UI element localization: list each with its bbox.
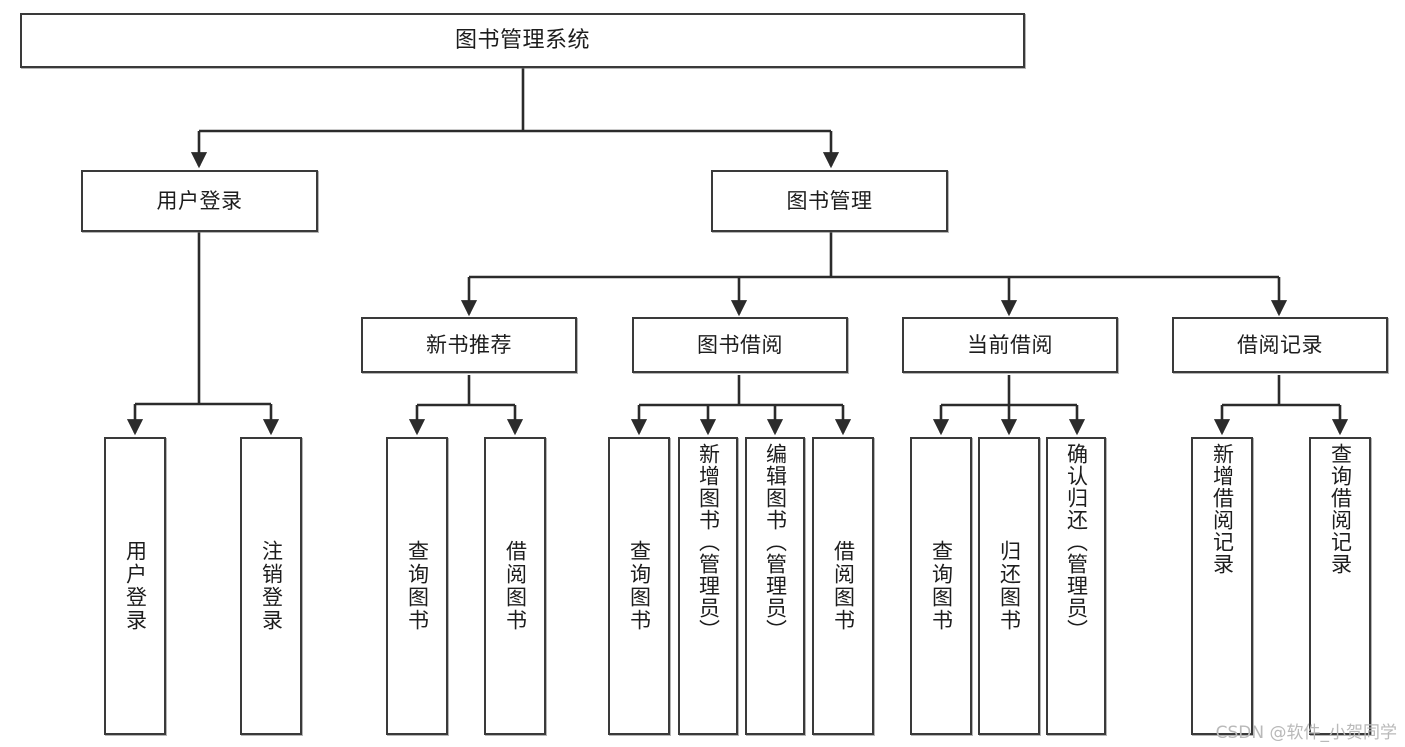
node-book-borrow[interactable]: 图书借阅 — [632, 317, 848, 373]
node-leaf-borrow-book-1-label: 借阅图书 — [503, 540, 528, 632]
node-leaf-query-book-1-label: 查询图书 — [405, 540, 430, 632]
node-leaf-borrow-book-2-label: 借阅图书 — [831, 540, 856, 632]
node-leaf-edit-book[interactable]: 编辑图书（管理员） — [745, 437, 805, 735]
node-leaf-add-book-label: 新增图书（管理员） — [696, 443, 721, 641]
node-user-login[interactable]: 用户登录 — [81, 170, 318, 232]
node-leaf-return-book[interactable]: 归还图书 — [978, 437, 1040, 735]
node-leaf-add-record-label: 新增借阅记录 — [1210, 443, 1235, 575]
node-leaf-borrow-book-1[interactable]: 借阅图书 — [484, 437, 546, 735]
node-leaf-query-book-1[interactable]: 查询图书 — [386, 437, 448, 735]
csdn-watermark: CSDN @软件_小贺同学 — [1215, 723, 1397, 743]
node-leaf-borrow-book-2[interactable]: 借阅图书 — [812, 437, 874, 735]
node-leaf-query-record[interactable]: 查询借阅记录 — [1309, 437, 1371, 735]
node-leaf-confirm-return[interactable]: 确认归还（管理员） — [1046, 437, 1106, 735]
node-root-system-label: 图书管理系统 — [454, 27, 590, 53]
node-leaf-query-book-2[interactable]: 查询图书 — [608, 437, 670, 735]
node-leaf-query-book-3-label: 查询图书 — [929, 540, 954, 632]
node-leaf-user-login-label: 用户登录 — [123, 540, 148, 632]
node-leaf-query-record-label: 查询借阅记录 — [1328, 443, 1353, 575]
node-leaf-return-book-label: 归还图书 — [997, 540, 1022, 632]
node-leaf-query-book-3[interactable]: 查询图书 — [910, 437, 972, 735]
node-leaf-edit-book-label: 编辑图书（管理员） — [763, 443, 788, 641]
node-book-manage[interactable]: 图书管理 — [711, 170, 948, 232]
node-book-borrow-label: 图书借阅 — [697, 332, 783, 357]
node-current-borrow[interactable]: 当前借阅 — [902, 317, 1118, 373]
node-book-manage-label: 图书管理 — [786, 188, 873, 213]
node-leaf-add-record[interactable]: 新增借阅记录 — [1191, 437, 1253, 735]
node-new-book-recommend[interactable]: 新书推荐 — [361, 317, 577, 373]
node-current-borrow-label: 当前借阅 — [967, 332, 1053, 357]
node-leaf-add-book[interactable]: 新增图书（管理员） — [678, 437, 738, 735]
node-borrow-record[interactable]: 借阅记录 — [1172, 317, 1388, 373]
node-leaf-logout-login-label: 注销登录 — [259, 540, 284, 632]
node-leaf-logout-login[interactable]: 注销登录 — [240, 437, 302, 735]
node-leaf-confirm-return-label: 确认归还（管理员） — [1064, 443, 1089, 641]
node-new-book-recommend-label: 新书推荐 — [426, 332, 512, 357]
node-root-system[interactable]: 图书管理系统 — [20, 13, 1025, 68]
node-user-login-label: 用户登录 — [156, 188, 243, 213]
node-leaf-query-book-2-label: 查询图书 — [627, 540, 652, 632]
node-leaf-user-login[interactable]: 用户登录 — [104, 437, 166, 735]
node-borrow-record-label: 借阅记录 — [1237, 332, 1323, 357]
